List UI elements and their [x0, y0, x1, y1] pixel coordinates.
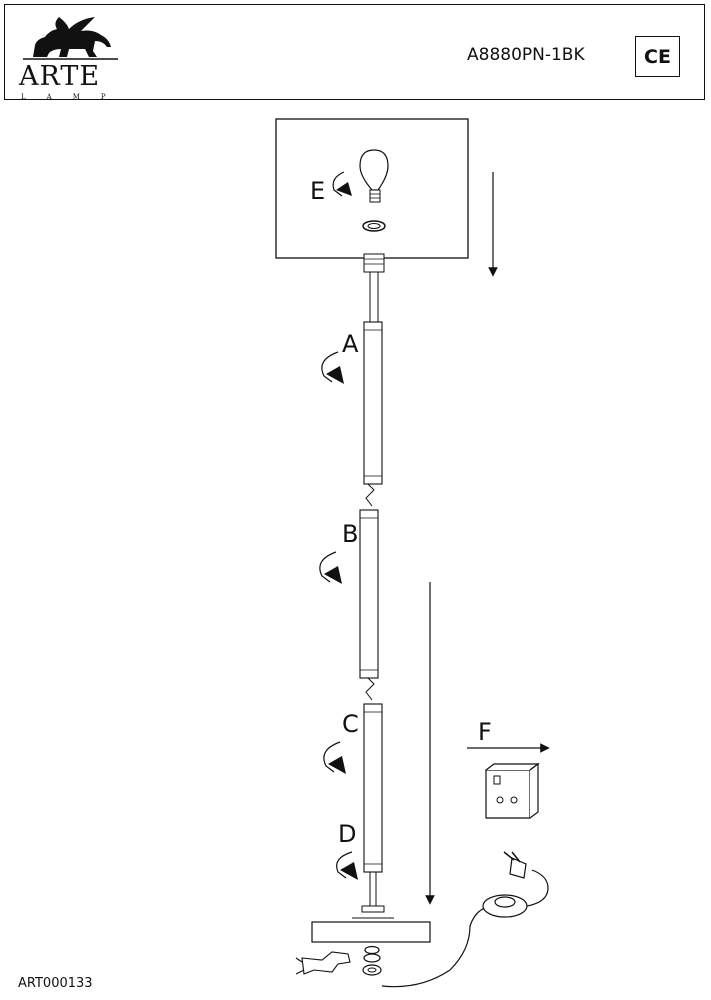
ce-mark-icon: CE	[635, 36, 680, 77]
tube-b	[359, 509, 379, 679]
power-cord	[381, 905, 493, 988]
wrench-tool-icon	[295, 951, 351, 975]
socket-ring	[362, 220, 386, 232]
header-frame: ARTE LAMP A8880PN-1BK CE	[4, 4, 705, 101]
label-a: A	[342, 330, 359, 358]
lamp-holder	[363, 253, 385, 273]
rotate-arrow-e-icon	[332, 171, 352, 197]
label-d: D	[338, 820, 356, 848]
label-f: F	[478, 718, 492, 746]
rotate-arrow-d-icon	[336, 851, 358, 880]
tube-c-d	[363, 703, 383, 873]
brand-name: ARTE	[19, 61, 101, 92]
power-plug-icon	[503, 851, 527, 879]
rotate-arrow-c-icon	[323, 741, 346, 774]
rotate-arrow-a-icon	[321, 351, 344, 384]
wall-socket-icon	[485, 762, 540, 819]
foot-switch-icon	[482, 894, 528, 918]
lion-logo-icon	[23, 17, 118, 60]
light-bulb-icon	[359, 149, 389, 203]
label-c: C	[342, 710, 359, 738]
model-number: A8880PN-1BK	[467, 45, 585, 65]
brand-subtitle: LAMP	[21, 93, 127, 101]
document-code: ART000133	[18, 976, 93, 991]
rotate-arrow-b-icon	[319, 551, 342, 584]
label-b: B	[342, 520, 358, 548]
label-e: E	[310, 177, 325, 205]
tube-a	[363, 321, 383, 485]
washers	[362, 945, 382, 976]
lamp-base	[311, 921, 431, 943]
